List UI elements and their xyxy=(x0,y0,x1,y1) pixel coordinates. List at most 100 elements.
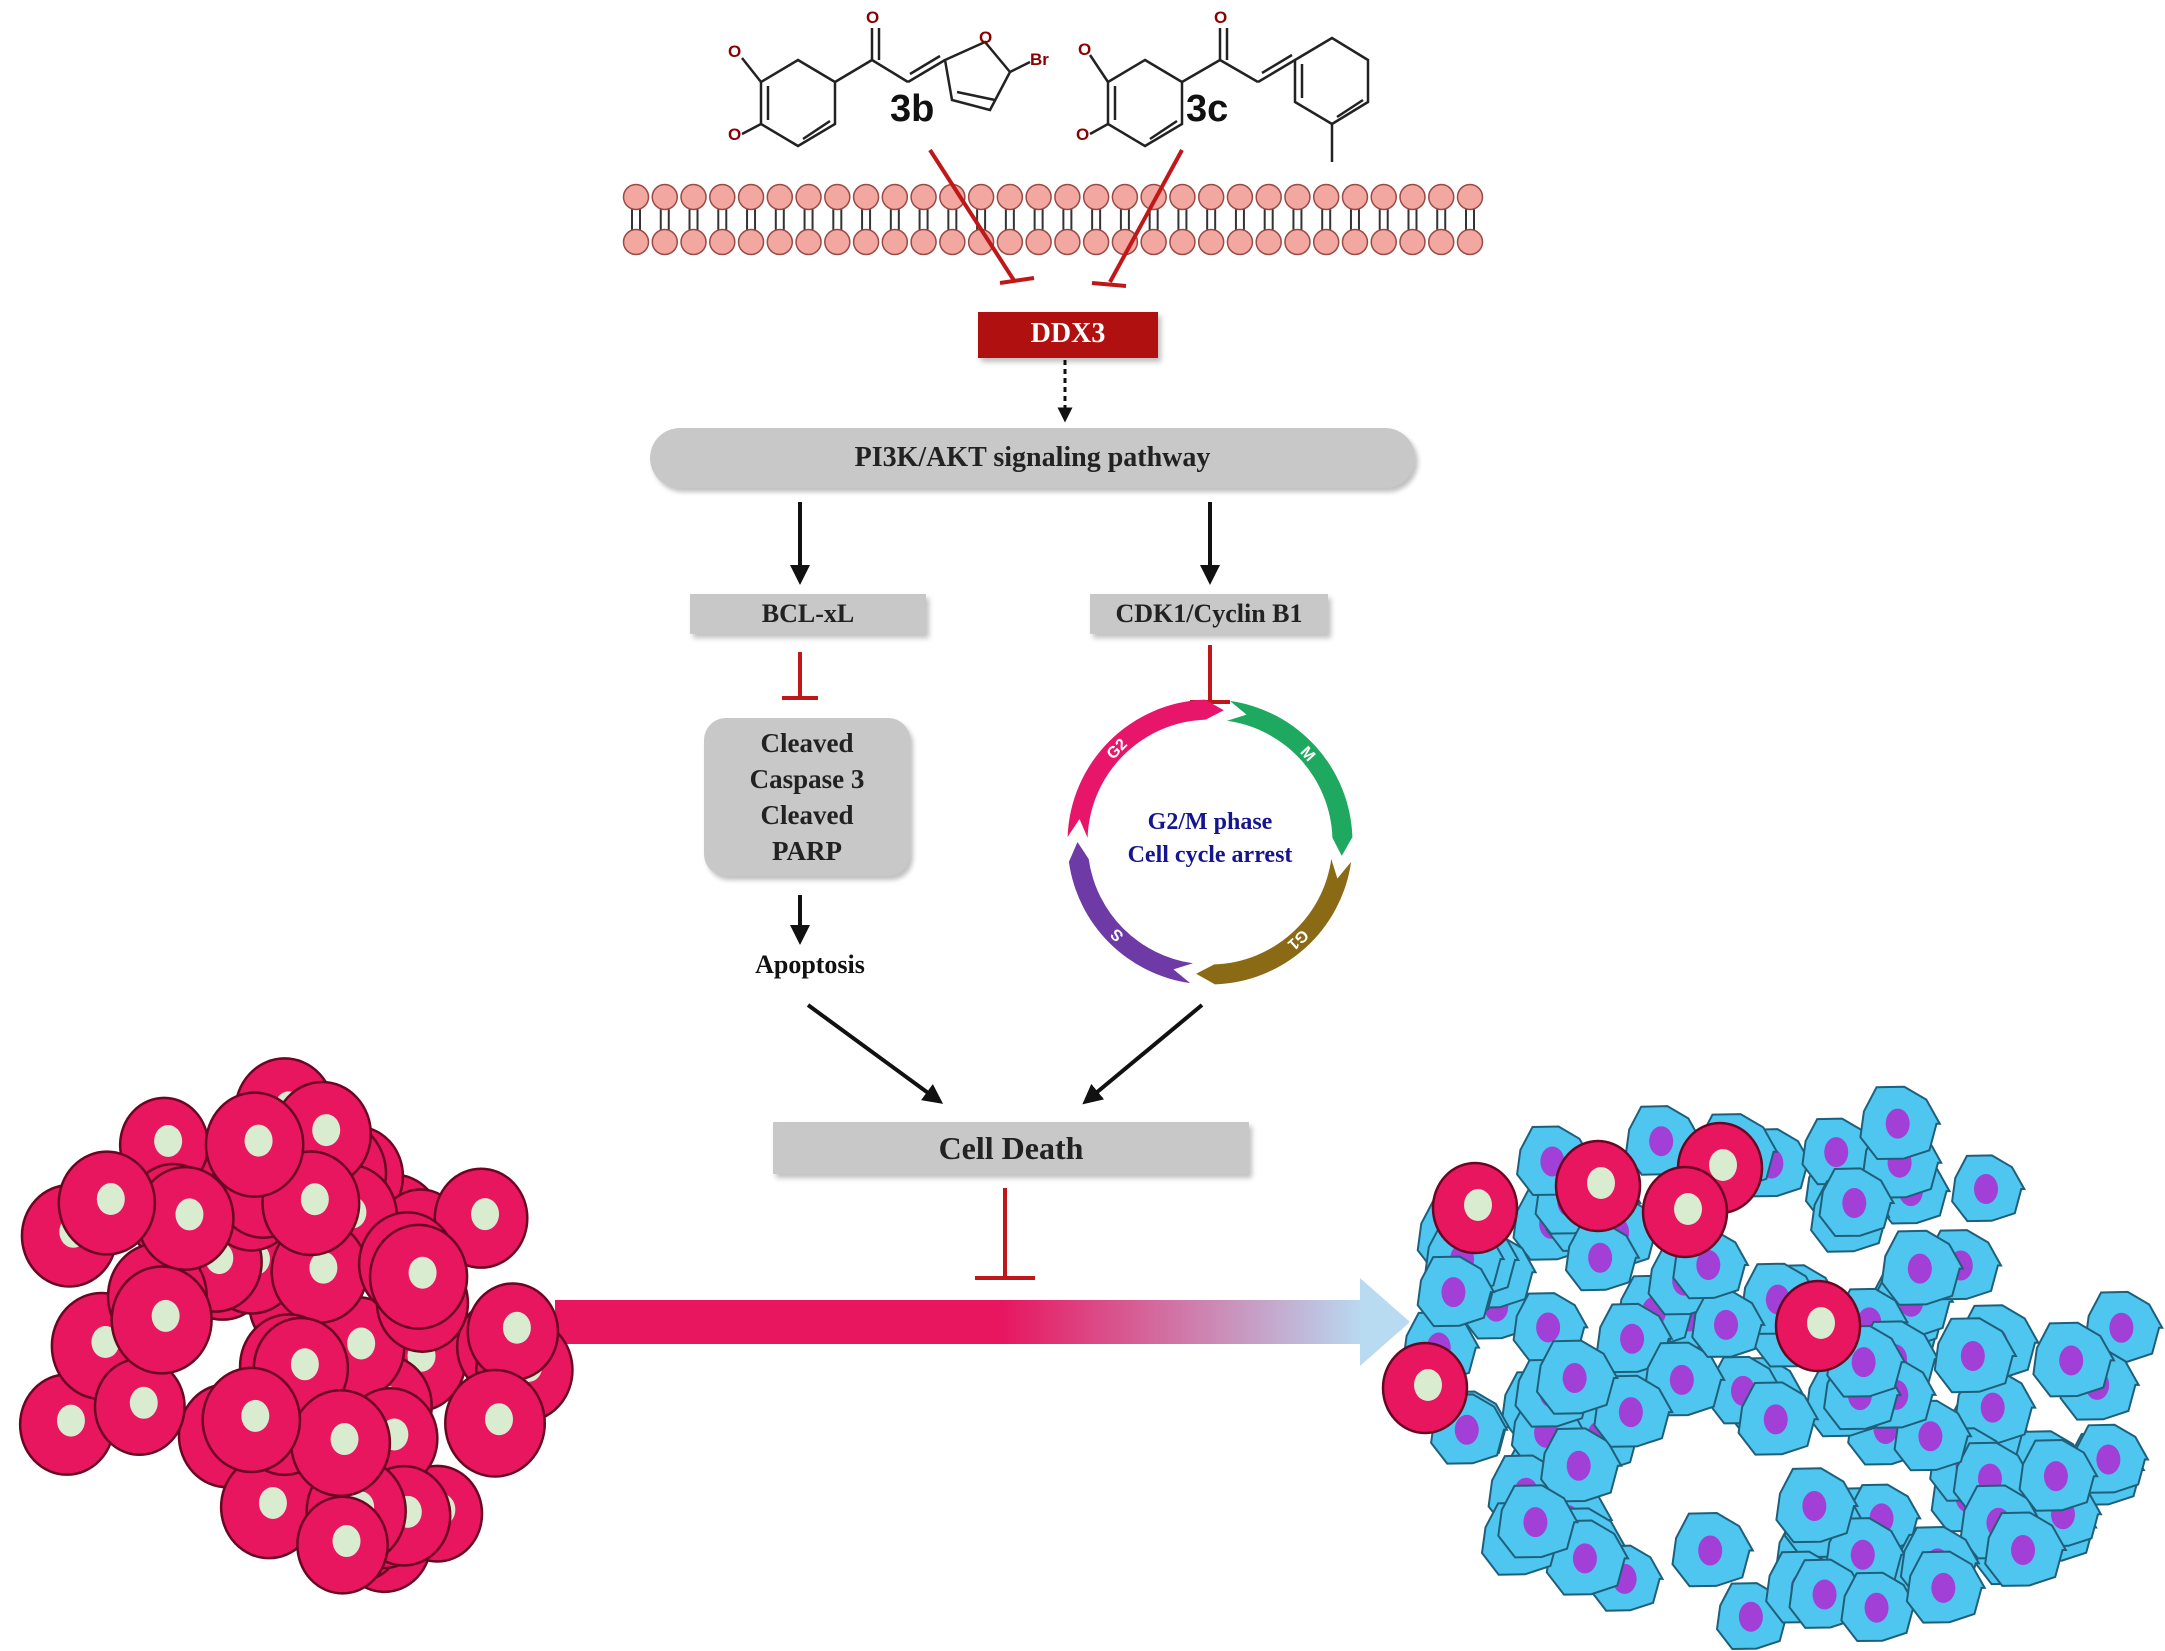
compound-3b-structure xyxy=(741,28,1031,148)
lipid-head-outer xyxy=(910,183,937,211)
tumor-cell-nucleus xyxy=(175,1198,204,1231)
dead-cell-nucleus xyxy=(1812,1579,1837,1610)
tumor-cell-nucleus xyxy=(300,1183,329,1216)
cdk1-box xyxy=(1090,594,1328,634)
atom-label-o: O xyxy=(728,125,742,144)
live-tumor-cluster xyxy=(18,1057,574,1595)
dead-cell-nucleus xyxy=(1918,1421,1943,1452)
lipid-head-inner xyxy=(766,228,794,256)
tumor-cell-nucleus xyxy=(502,1311,531,1344)
compound-3c-structure xyxy=(1088,28,1370,162)
tumor-cell-nucleus xyxy=(244,1124,273,1157)
dead-cell-nucleus xyxy=(1618,1397,1643,1428)
dead-cell-nucleus xyxy=(1620,1323,1645,1354)
dead-cell-nucleus xyxy=(1696,1250,1721,1281)
effector-cleaved-2: Cleaved xyxy=(760,800,854,830)
lipid-head-outer xyxy=(680,183,707,211)
tumor-cell-nucleus xyxy=(485,1403,514,1436)
dead-cell-nucleus xyxy=(2011,1535,2036,1566)
dead-cell-nucleus xyxy=(2109,1312,2134,1343)
tumor-cell-nucleus xyxy=(96,1183,125,1216)
lipid-head-outer xyxy=(824,183,851,211)
dead-cell-nucleus xyxy=(1536,1312,1561,1343)
lipid-head-outer xyxy=(1082,183,1110,211)
dead-cell-nucleus xyxy=(1931,1572,1956,1603)
cycle-center-line1: G2/M phase xyxy=(1147,809,1273,835)
effector-cleaved-1: Cleaved xyxy=(760,728,854,758)
lipid-head-inner xyxy=(1226,228,1254,256)
dead-cell-nucleus xyxy=(1588,1242,1613,1273)
dead-cell-nucleus xyxy=(1864,1592,1889,1623)
lipid-head-inner xyxy=(1456,228,1484,256)
arrest-to-death-arrow xyxy=(1082,1003,1204,1105)
tumor-cell-nucleus xyxy=(154,1124,183,1157)
atom-label-o: O xyxy=(1078,40,1092,59)
dead-cell-nucleus xyxy=(1802,1491,1827,1522)
dead-cell-nucleus xyxy=(1763,1404,1788,1435)
dead-cell-nucleus xyxy=(2096,1444,2121,1475)
lipid-head-outer xyxy=(1111,183,1139,211)
cell-death-inhibition xyxy=(975,1188,1035,1280)
pathway-label: PI3K/AKT signaling pathway xyxy=(854,442,1211,473)
cycle-center-line2: Cell cycle arrest xyxy=(1127,842,1293,868)
tumor-cell-nucleus xyxy=(471,1198,500,1231)
cell-membrane xyxy=(622,183,1484,256)
lipid-head-outer xyxy=(1284,183,1311,211)
lipid-head-outer xyxy=(1255,183,1282,211)
apoptosis-label: Apoptosis xyxy=(755,950,865,979)
atom-label-o: O xyxy=(1076,125,1090,144)
bclxl-inhibition xyxy=(782,652,818,700)
compound-3b-label: 3b xyxy=(890,88,935,130)
dead-cell-nucleus xyxy=(1454,1414,1479,1445)
lipid-head-outer xyxy=(1197,183,1225,211)
tumor-cell-nucleus xyxy=(1464,1189,1492,1221)
lipid-head-inner xyxy=(680,228,707,256)
lipid-head-outer xyxy=(1226,183,1254,211)
dead-tumor-cluster xyxy=(1381,1085,2164,1651)
pathway-pill xyxy=(650,428,1415,488)
lipid-head-inner xyxy=(1255,228,1282,256)
dead-cell-nucleus xyxy=(1523,1507,1548,1538)
tumor-cell-nucleus xyxy=(309,1251,338,1284)
dead-cell-nucleus xyxy=(1980,1392,2005,1423)
atom-label-o: O xyxy=(866,8,880,27)
dead-cell-nucleus xyxy=(1973,1174,1998,1205)
ddx3-box xyxy=(978,312,1158,358)
lipid-head-outer xyxy=(709,183,736,211)
lipid-head-outer xyxy=(1169,183,1196,211)
cycle-arc-s xyxy=(1068,842,1193,984)
lipid-head-inner xyxy=(910,228,937,256)
lipid-head-inner xyxy=(737,228,765,256)
lipid-head-inner xyxy=(1140,228,1167,256)
lipid-head-inner xyxy=(1284,228,1311,256)
compound-3c-label: 3c xyxy=(1186,88,1229,130)
tumor-cell-nucleus xyxy=(330,1423,359,1456)
tumor-cell-nucleus xyxy=(1674,1193,1702,1225)
tumor-cell-nucleus xyxy=(1709,1149,1737,1181)
lipid-head-inner xyxy=(881,228,909,256)
dead-cell-nucleus xyxy=(1842,1188,1867,1219)
tumor-cell-nucleus xyxy=(258,1486,287,1519)
lipid-head-outer xyxy=(1427,183,1455,211)
tumor-cell-nucleus xyxy=(1414,1369,1442,1401)
atom-label-o: O xyxy=(728,42,742,61)
lipid-head-outer xyxy=(1456,183,1484,211)
lipid-head-inner xyxy=(996,228,1024,256)
lipid-head-inner xyxy=(939,228,966,256)
dead-cell-nucleus xyxy=(1562,1362,1587,1393)
lipid-head-outer xyxy=(996,183,1024,211)
lipid-head-inner xyxy=(1312,228,1340,256)
dead-cell-nucleus xyxy=(1850,1539,1875,1570)
tumor-cell-nucleus xyxy=(56,1404,85,1437)
dead-cell-nucleus xyxy=(1669,1364,1694,1395)
effector-caspase3: Caspase 3 xyxy=(749,764,865,794)
dead-cell-nucleus xyxy=(1738,1601,1763,1632)
apoptosis-to-death-arrow xyxy=(806,1003,944,1104)
tumor-cell-nucleus xyxy=(129,1386,158,1419)
tumor-cell-nucleus xyxy=(1587,1167,1615,1199)
effector-parp: PARP xyxy=(772,836,842,866)
lipid-head-outer xyxy=(795,183,822,211)
lipid-head-inner xyxy=(1197,228,1225,256)
